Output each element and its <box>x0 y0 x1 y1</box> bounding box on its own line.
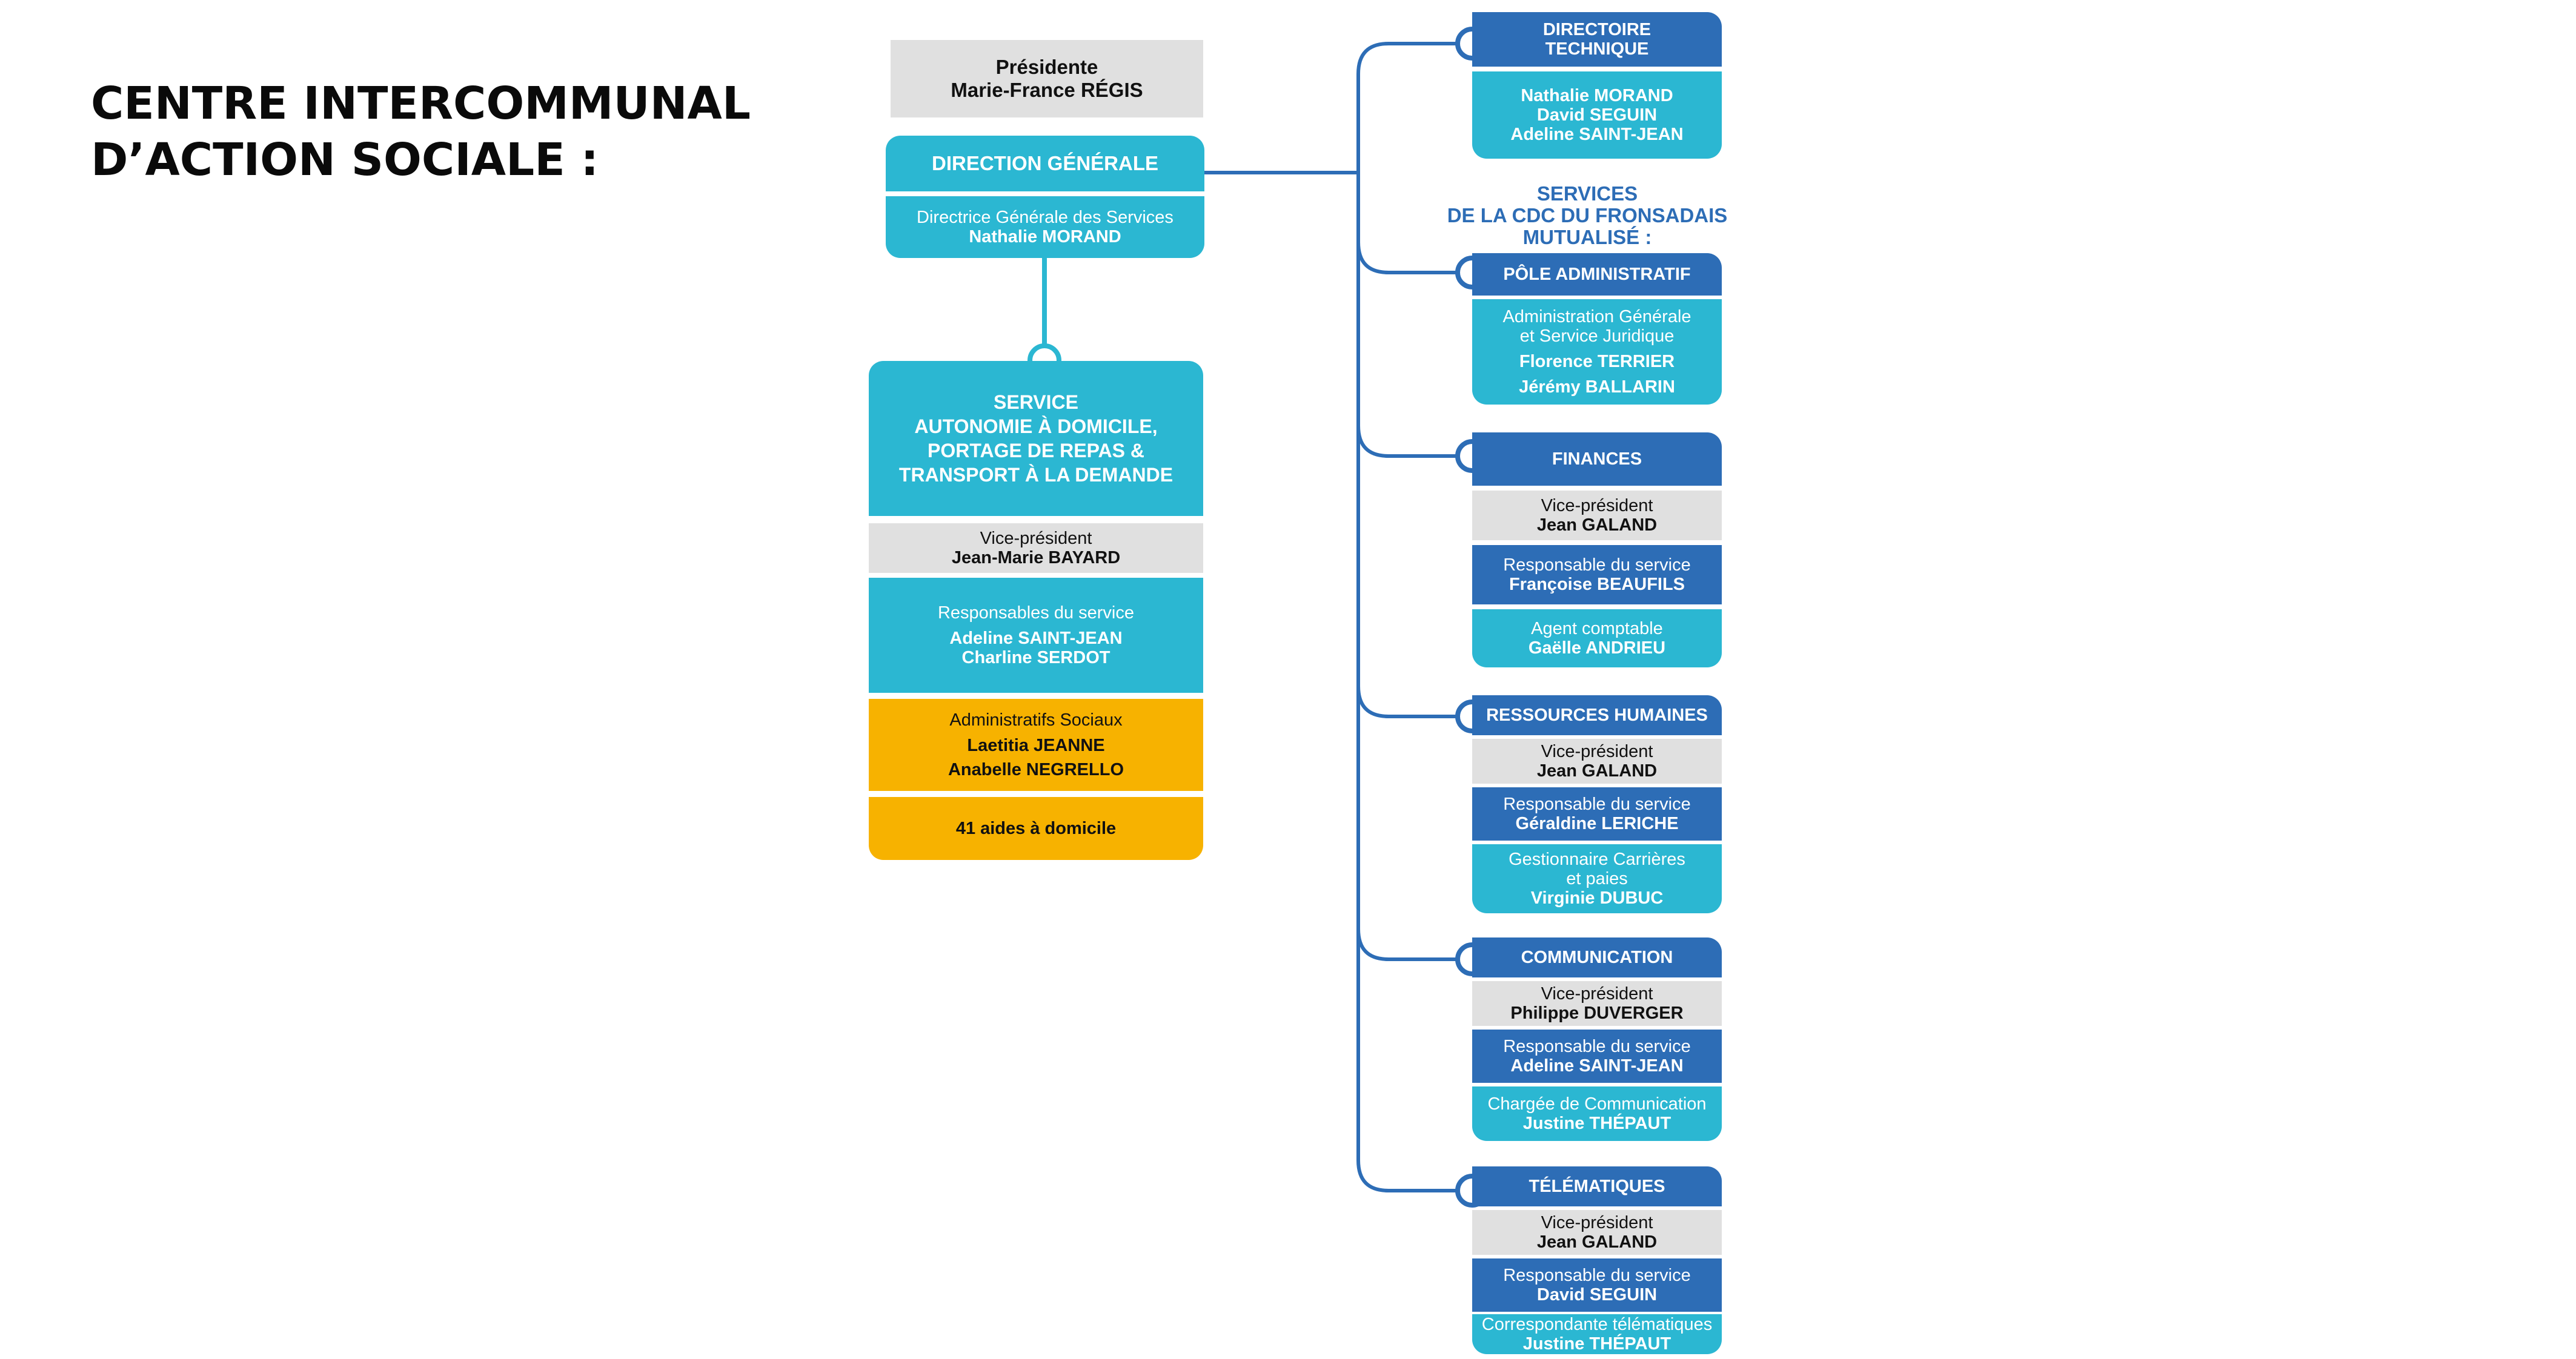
direction-role: Directrice Générale des Services <box>917 208 1173 227</box>
rh-resp-box: Responsable du service Géraldine LERICHE <box>1472 787 1722 841</box>
service-header-line3: PORTAGE DE REPAS & <box>928 440 1144 461</box>
page-title-line1: CENTRE INTERCOMMUNAL <box>91 78 751 130</box>
president-role: Présidente <box>995 56 1098 78</box>
communication-charge-name: Justine THÉPAUT <box>1522 1114 1671 1133</box>
communication-resp-box: Responsable du service Adeline SAINT-JEA… <box>1472 1030 1722 1083</box>
directoire-name1: Nathalie MORAND <box>1521 86 1673 105</box>
communication-charge-role: Chargée de Communication <box>1487 1094 1707 1114</box>
service-admin-role: Administratifs Sociaux <box>949 710 1123 730</box>
pole-admin-body: Administration Générale et Service Jurid… <box>1472 299 1722 405</box>
telematiques-vp-box: Vice-président Jean GALAND <box>1472 1210 1722 1255</box>
finances-vp-role: Vice-président <box>1541 496 1653 515</box>
directoire-body: Nathalie MORAND David SEGUIN Adeline SAI… <box>1472 71 1722 159</box>
finances-resp-role: Responsable du service <box>1503 555 1691 575</box>
telematiques-vp-role: Vice-président <box>1541 1213 1653 1232</box>
rh-resp-name: Géraldine LERICHE <box>1515 814 1679 833</box>
service-resp-name1: Adeline SAINT-JEAN <box>949 629 1123 648</box>
service-header-line2: AUTONOMIE À DOMICILE, <box>914 415 1158 437</box>
finances-vp-name: Jean GALAND <box>1536 515 1658 535</box>
president-box: Présidente Marie-France RÉGIS <box>891 40 1203 117</box>
finances-agent-name: Gaëlle ANDRIEU <box>1528 638 1666 658</box>
finances-vp-box: Vice-président Jean GALAND <box>1472 491 1722 540</box>
telematiques-header: TÉLÉMATIQUES <box>1472 1166 1722 1206</box>
rh-header-label: RESSOURCES HUMAINES <box>1486 706 1708 725</box>
directoire-name2: David SEGUIN <box>1536 105 1658 125</box>
mutualise-title-line1: SERVICES <box>1536 182 1638 205</box>
communication-resp-name: Adeline SAINT-JEAN <box>1510 1056 1684 1076</box>
pole-admin-name2: Jérémy BALLARIN <box>1519 377 1675 397</box>
finances-header-label: FINANCES <box>1552 449 1642 469</box>
pole-admin-header-label: PÔLE ADMINISTRATIF <box>1503 265 1691 284</box>
direction-name: Nathalie MORAND <box>969 227 1121 246</box>
pole-admin-name1: Florence TERRIER <box>1519 352 1675 371</box>
directoire-header: DIRECTOIRE TECHNIQUE <box>1472 12 1722 67</box>
rh-vp-role: Vice-président <box>1541 742 1653 761</box>
rh-vp-box: Vice-président Jean GALAND <box>1472 739 1722 784</box>
service-vp-box: Vice-président Jean-Marie BAYARD <box>869 523 1203 573</box>
mutualise-title-line3: MUTUALISÉ : <box>1522 226 1652 248</box>
service-admin-name1: Laetitia JEANNE <box>967 736 1105 755</box>
service-header-line4: TRANSPORT À LA DEMANDE <box>898 464 1173 486</box>
service-admin-box: Administratifs Sociaux Laetitia JEANNE A… <box>869 699 1203 791</box>
pole-admin-role-line1: Administration Générale <box>1502 307 1691 326</box>
service-resp-role: Responsables du service <box>937 603 1134 623</box>
telematiques-vp-name: Jean GALAND <box>1536 1232 1658 1252</box>
telematiques-corr-role: Correspondante télématiques <box>1481 1315 1713 1334</box>
telematiques-resp-box: Responsable du service David SEGUIN <box>1472 1258 1722 1312</box>
direction-header: DIRECTION GÉNÉRALE <box>886 136 1204 191</box>
communication-header-label: COMMUNICATION <box>1521 948 1673 967</box>
directoire-header-line2: TECHNIQUE <box>1545 39 1649 59</box>
service-admin-name2: Anabelle NEGRELLO <box>948 760 1124 779</box>
finances-agent-role: Agent comptable <box>1531 619 1663 638</box>
telematiques-corr-box: Correspondante télématiques Justine THÉP… <box>1472 1314 1722 1354</box>
service-vp-name: Jean-Marie BAYARD <box>951 548 1121 567</box>
rh-header: RESSOURCES HUMAINES <box>1472 695 1722 735</box>
finances-agent-box: Agent comptable Gaëlle ANDRIEU <box>1472 609 1722 667</box>
president-name: Marie-France RÉGIS <box>951 79 1143 101</box>
rh-vp-name: Jean GALAND <box>1536 761 1658 781</box>
communication-vp-role: Vice-président <box>1541 984 1653 1004</box>
communication-charge-box: Chargée de Communication Justine THÉPAUT <box>1472 1086 1722 1141</box>
directoire-header-line1: DIRECTOIRE <box>1542 20 1651 39</box>
rh-gest-role-line1: Gestionnaire Carrières <box>1509 850 1685 869</box>
service-resp-name2: Charline SERDOT <box>961 648 1110 667</box>
telematiques-resp-role: Responsable du service <box>1503 1266 1691 1285</box>
rh-gest-name: Virginie DUBUC <box>1530 888 1664 908</box>
mutualise-title-line2: DE LA CDC DU FRONSADAIS <box>1447 204 1728 226</box>
pole-admin-header: PÔLE ADMINISTRATIF <box>1472 253 1722 296</box>
telematiques-resp-name: David SEGUIN <box>1536 1285 1658 1304</box>
rh-gest-box: Gestionnaire Carrières et paies Virginie… <box>1472 844 1722 913</box>
service-header: SERVICE AUTONOMIE À DOMICILE, PORTAGE DE… <box>869 361 1203 516</box>
service-aides-box: 41 aides à domicile <box>869 797 1203 860</box>
directoire-name3: Adeline SAINT-JEAN <box>1510 125 1684 144</box>
communication-vp-box: Vice-président Philippe DUVERGER <box>1472 981 1722 1026</box>
mutualise-title: SERVICES DE LA CDC DU FRONSADAIS MUTUALI… <box>1418 183 1757 248</box>
telematiques-corr-name: Justine THÉPAUT <box>1522 1334 1671 1354</box>
telematiques-header-label: TÉLÉMATIQUES <box>1529 1177 1665 1196</box>
service-resp-box: Responsables du service Adeline SAINT-JE… <box>869 578 1203 693</box>
communication-vp-name: Philippe DUVERGER <box>1510 1004 1684 1023</box>
finances-resp-name: Françoise BEAUFILS <box>1509 575 1685 594</box>
finances-resp-box: Responsable du service Françoise BEAUFIL… <box>1472 545 1722 604</box>
rh-resp-role: Responsable du service <box>1503 795 1691 814</box>
page-title-line2: D’ACTION SOCIALE : <box>91 134 599 186</box>
service-vp-role: Vice-président <box>980 529 1092 548</box>
service-header-line1: SERVICE <box>994 391 1078 413</box>
page-title: CENTRE INTERCOMMUNAL D’ACTION SOCIALE : <box>91 76 757 188</box>
pole-admin-role-line2: et Service Juridique <box>1519 326 1675 346</box>
service-aides-label: 41 aides à domicile <box>955 819 1117 838</box>
direction-header-label: DIRECTION GÉNÉRALE <box>931 152 1159 174</box>
direction-body: Directrice Générale des Services Nathali… <box>886 196 1204 258</box>
communication-resp-role: Responsable du service <box>1503 1037 1691 1056</box>
rh-gest-role-line2: et paies <box>1566 869 1628 888</box>
finances-header: FINANCES <box>1472 432 1722 486</box>
communication-header: COMMUNICATION <box>1472 937 1722 977</box>
